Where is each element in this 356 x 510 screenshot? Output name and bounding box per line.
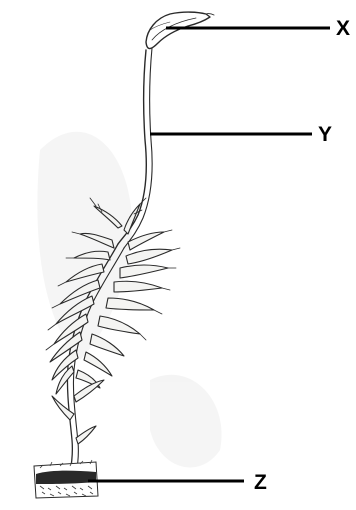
label-z: Z bbox=[254, 471, 267, 494]
rhizoid-base bbox=[34, 460, 98, 498]
capsule bbox=[146, 12, 214, 48]
label-y: Y bbox=[318, 123, 332, 146]
label-x: X bbox=[336, 17, 350, 40]
